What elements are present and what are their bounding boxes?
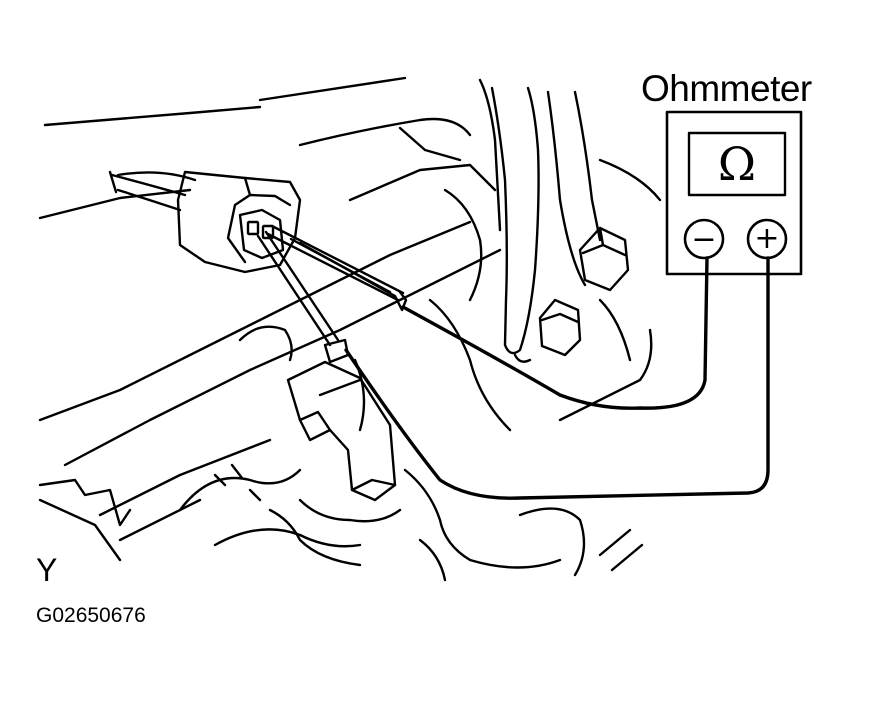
wire-harness (110, 173, 187, 212)
test-probe-icon (256, 224, 408, 364)
meter-display-symbol: Ω (717, 137, 757, 191)
figure-code: G02650676 (36, 604, 146, 627)
positive-terminal-label: + (754, 221, 780, 256)
negative-terminal-label: − (691, 222, 717, 257)
bolt-icon (538, 226, 630, 357)
sensor-housing (286, 360, 397, 502)
meter-title: Ohmmeter (641, 68, 812, 109)
ohmmeter-icon (665, 110, 803, 276)
view-letter: Y (36, 552, 58, 588)
test-leads (344, 256, 770, 500)
engine-background (38, 76, 662, 582)
connector-icon (176, 170, 302, 274)
bracket (490, 86, 602, 363)
